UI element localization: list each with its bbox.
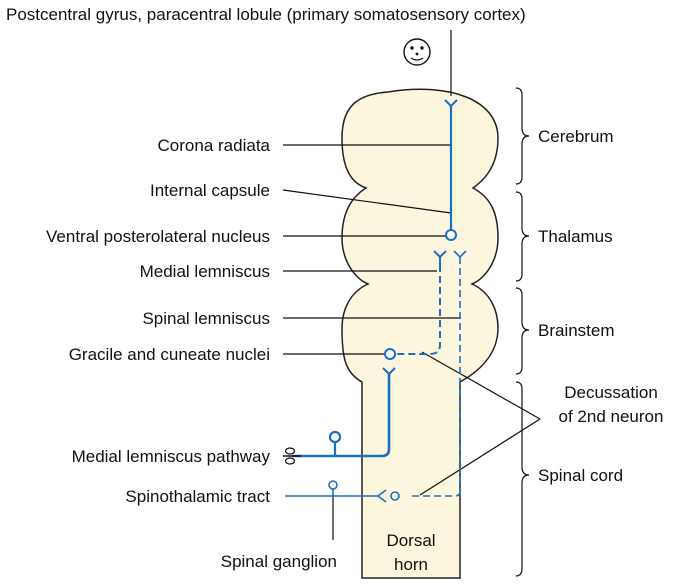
- region-brainstem: Brainstem: [538, 321, 615, 340]
- decussation-line1: Decussation: [564, 383, 658, 402]
- label-spinal-ganglion: Spinal ganglion: [221, 552, 337, 571]
- label-ventral-posterolateral-nucleus: Ventral posterolateral nucleus: [46, 227, 270, 246]
- region-thalamus: Thalamus: [538, 227, 613, 246]
- diagram-title: Postcentral gyrus, paracentral lobule (p…: [6, 5, 526, 24]
- label-internal-capsule: Internal capsule: [150, 181, 270, 200]
- leader-lines: [282, 30, 541, 540]
- medial-lemniscus-pathway: [292, 99, 458, 458]
- label-spinothalamic-tract: Spinothalamic tract: [125, 487, 270, 506]
- label-dorsal-horn-line1: Dorsal: [386, 531, 435, 550]
- spinal-cord-brace: [515, 381, 530, 577]
- label-medial-lemniscus-pathway: Medial lemniscus pathway: [72, 447, 271, 466]
- cerebrum-brace: [515, 87, 530, 185]
- label-corona-radiata: Corona radiata: [158, 136, 271, 155]
- face-icon: [403, 38, 431, 66]
- label-medial-lemniscus: Medial lemniscus: [140, 262, 270, 281]
- cns-outline: [341, 88, 499, 579]
- decussation-line2: of 2nd neuron: [559, 407, 664, 426]
- thalamus-brace: [515, 191, 530, 282]
- label-gracile-cuneate-nuclei: Gracile and cuneate nuclei: [69, 345, 270, 364]
- receptor-icon: [283, 447, 301, 465]
- region-spinal-cord: Spinal cord: [538, 466, 623, 485]
- label-spinal-lemniscus: Spinal lemniscus: [142, 309, 270, 328]
- region-cerebrum: Cerebrum: [538, 127, 614, 146]
- label-dorsal-horn-line2: horn: [394, 555, 428, 574]
- spinothalamic-pathway: [285, 250, 467, 503]
- region-braces: [515, 87, 530, 577]
- brainstem-brace: [515, 287, 530, 375]
